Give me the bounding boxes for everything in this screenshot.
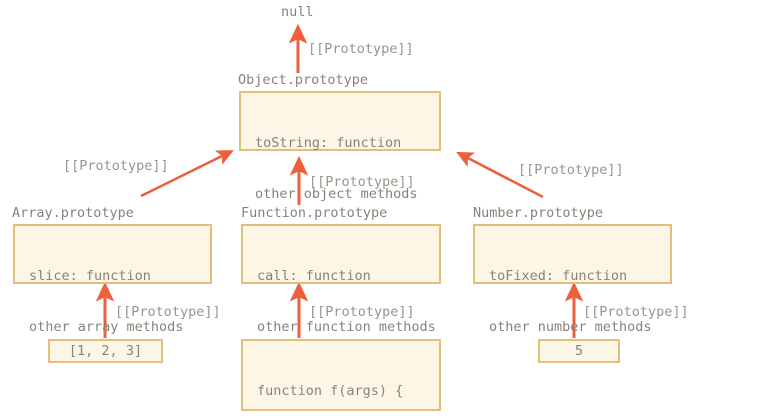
node-box-array-instance: [1, 2, 3]: [48, 339, 163, 363]
edge-label-objectproto-to-null: [[Prototype]]: [308, 41, 414, 57]
node-box-number-instance: 5: [538, 339, 620, 363]
node-title-number-prototype: Number.prototype: [473, 205, 604, 221]
function-instance-line-1: function f(args) {: [257, 383, 404, 399]
node-box-function-instance: function f(args) { ... }: [241, 339, 441, 411]
node-box-function-prototype: call: function other function methods: [241, 224, 441, 335]
array-instance-value: [1, 2, 3]: [68, 342, 143, 359]
object-prototype-line-2: other object methods: [255, 186, 418, 202]
function-prototype-line-2: other function methods: [257, 319, 436, 335]
array-prototype-line-1: slice: function: [29, 268, 151, 284]
edge-label-functioninstance-to-functionproto: [[Prototype]]: [309, 304, 415, 320]
node-title-function-prototype: Function.prototype: [241, 205, 388, 221]
edge-label-numberinstance-to-numberproto: [[Prototype]]: [583, 304, 689, 320]
node-title-array-prototype: Array.prototype: [12, 205, 134, 221]
edge-label-numberproto-to-objectproto: [[Prototype]]: [518, 162, 624, 178]
array-prototype-line-2: other array methods: [29, 319, 184, 335]
node-box-number-prototype: toFixed: function other number methods: [473, 224, 672, 335]
node-box-array-prototype: slice: function other array methods: [13, 224, 212, 335]
edge-label-functionproto-to-objectproto: [[Prototype]]: [309, 174, 415, 190]
number-instance-value: 5: [574, 342, 584, 359]
node-null-label: null: [281, 4, 314, 20]
node-box-object-prototype: toString: function other object methods: [239, 91, 441, 202]
edge-label-arrayinstance-to-arrayproto: [[Prototype]]: [115, 304, 221, 320]
number-prototype-line-1: toFixed: function: [489, 268, 628, 284]
number-prototype-line-2: other number methods: [489, 319, 652, 335]
edge-label-arrayproto-to-objectproto: [[Prototype]]: [63, 158, 169, 174]
function-prototype-line-1: call: function: [257, 268, 371, 284]
object-prototype-line-1: toString: function: [255, 135, 402, 151]
node-title-object-prototype: Object.prototype: [238, 72, 369, 88]
